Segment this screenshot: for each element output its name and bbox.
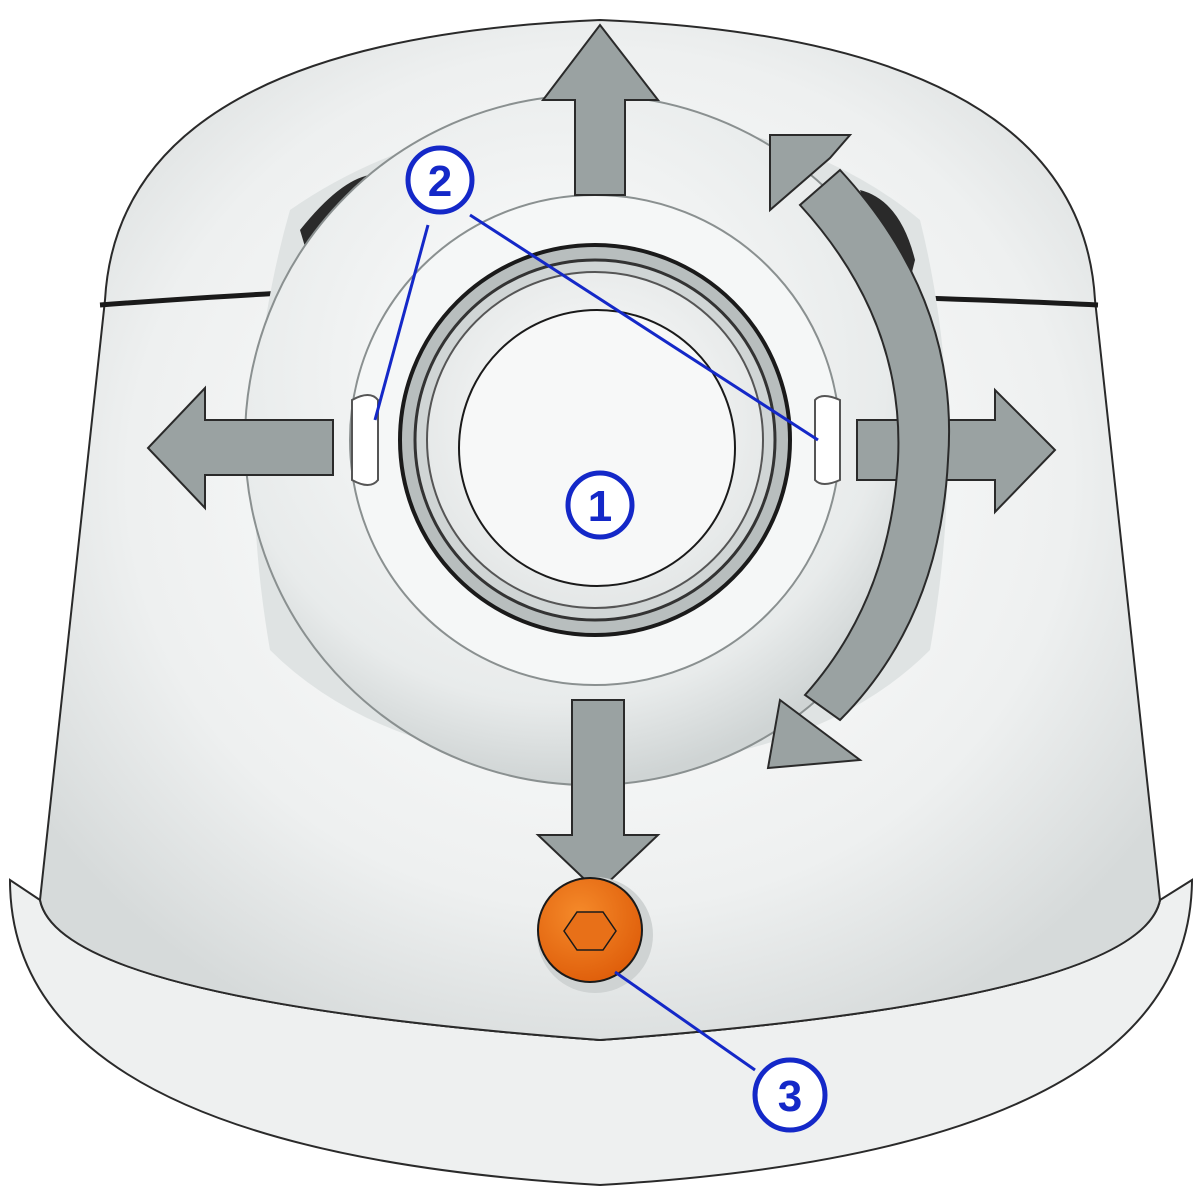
rotate-arrow-icon [766,134,951,770]
hex-screw-icon [563,911,617,951]
callout-3: 3 [752,1057,828,1133]
callout-1: 1 [565,470,635,540]
tilt-up-arrow-icon [540,23,661,196]
pan-left-arrow-icon [146,385,334,511]
callout-2: 2 [405,145,475,215]
notch-right[interactable] [814,395,841,485]
tilt-down-arrow-icon [535,699,661,894]
callout-2-label: 2 [428,157,452,206]
callout-lines [373,213,819,1072]
camera-lens[interactable] [398,243,792,637]
callout-3-label: 3 [778,1072,802,1121]
locking-screw[interactable] [537,877,653,993]
notch-left[interactable] [351,394,379,486]
callout-1-label: 1 [588,482,612,531]
